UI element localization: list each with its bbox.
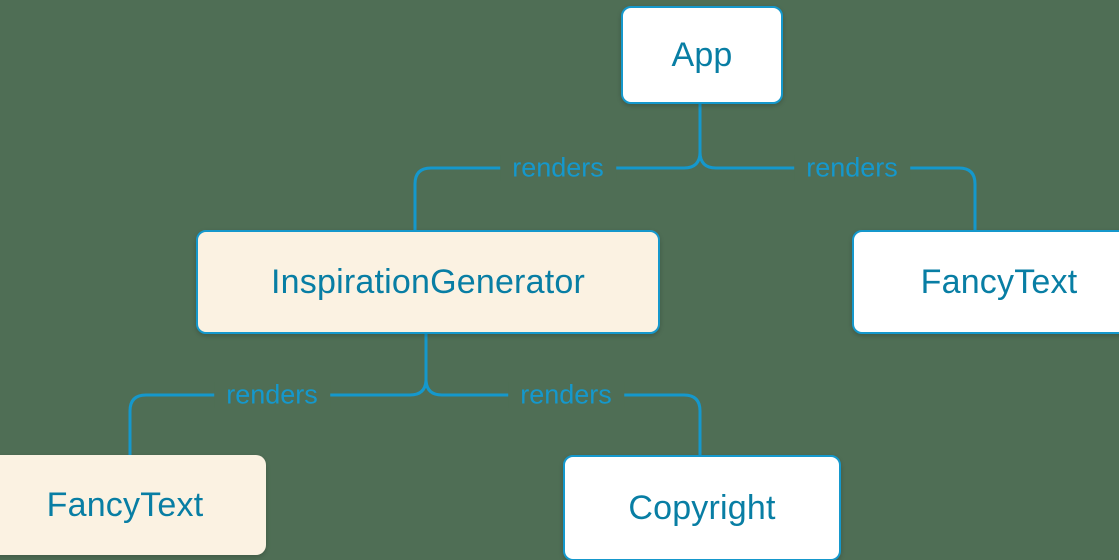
node-app-label: App	[671, 35, 733, 74]
node-app: App	[621, 6, 783, 104]
node-inspiration-generator-label: InspirationGenerator	[271, 262, 585, 301]
edge-label-renders-1: renders	[500, 154, 616, 182]
edge-label-renders-3: renders	[214, 381, 330, 409]
node-fancy-text-right-label: FancyText	[920, 262, 1078, 301]
edge-label-renders-4: renders	[508, 381, 624, 409]
node-inspiration-generator: InspirationGenerator	[196, 230, 660, 334]
node-fancy-text-left: FancyText	[0, 455, 266, 555]
node-copyright: Copyright	[563, 455, 841, 560]
node-fancy-text-left-label: FancyText	[46, 485, 204, 524]
node-copyright-label: Copyright	[628, 488, 776, 527]
node-fancy-text-right: FancyText	[852, 230, 1119, 334]
edge-label-renders-2: renders	[794, 154, 910, 182]
